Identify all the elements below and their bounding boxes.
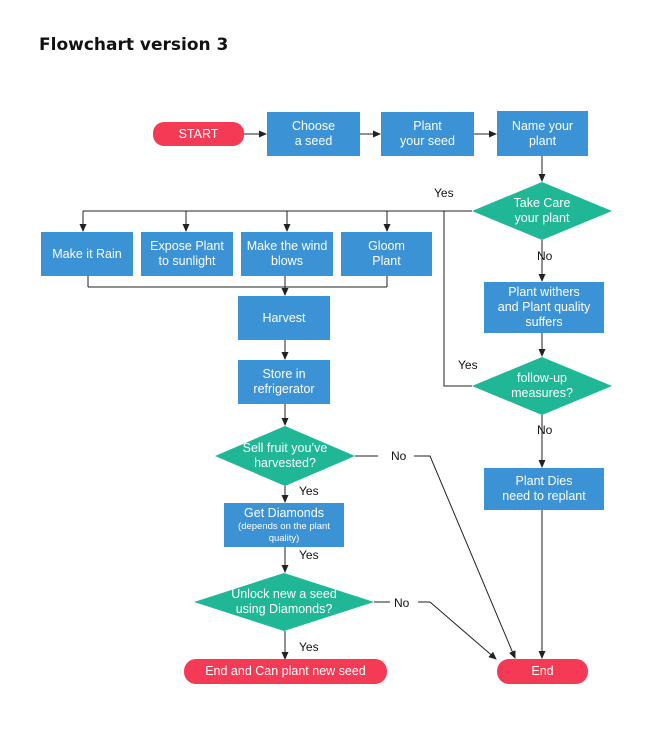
take-care-label: Take Care your plant [513, 196, 571, 225]
plant-dies-label: Plant Dies need to replant [502, 474, 586, 503]
sell-fruit-decision: Sell fruit you’ve harvested? [220, 441, 350, 471]
plant-seed-box: Plant your seed [381, 112, 474, 156]
get-diamonds-note: (depends on the plant quality) [238, 520, 330, 544]
edge-sell-no-to-end [414, 455, 516, 659]
gloom-plant-label: Gloom Plant [368, 239, 405, 268]
decision-sell-shape [215, 426, 355, 486]
harvest-box: Harvest [238, 296, 330, 340]
edge-label-no-follow-up: No [537, 423, 553, 437]
name-plant-box: Name your plant [497, 111, 588, 156]
get-diamonds-label: Get Diamonds [244, 505, 324, 520]
plant-withers-box: Plant withers and Plant quality suffers [484, 282, 604, 333]
edge-label-yes-diamonds: Yes [299, 548, 319, 562]
gloom-plant-box: Gloom Plant [341, 232, 432, 276]
expose-plant-label: Expose Plant to sunlight [150, 239, 224, 268]
decision-follow-up-shape [472, 357, 612, 415]
decision-take-care-shape [472, 182, 612, 240]
plant-dies-box: Plant Dies need to replant [484, 468, 604, 510]
make-wind-label: Make the wind blows [246, 239, 328, 268]
edge-label-yes-take-care: Yes [434, 186, 454, 200]
edge-label-no-unlock: No [394, 596, 410, 610]
end-label: End [531, 664, 554, 678]
edge-unlock-no-to-end [418, 601, 497, 660]
start-terminal: START [153, 122, 244, 146]
sell-fruit-label: Sell fruit you’ve harvested? [242, 441, 328, 470]
page-title: Flowchart version 3 [39, 35, 229, 55]
end-new-seed-terminal: End and Can plant new seed [184, 659, 387, 684]
edge-label-no-sell: No [391, 449, 407, 463]
plant-withers-label: Plant withers and Plant quality suffers [497, 285, 591, 329]
choose-seed-label: Choose a seed [291, 119, 336, 148]
decision-unlock-shape [194, 573, 374, 631]
edge-label-yes-follow-up: Yes [458, 358, 478, 372]
make-rain-label: Make it Rain [52, 246, 122, 261]
unlock-seed-decision: Unlock new a seed using Diamonds? [204, 587, 364, 617]
end-new-seed-label: End and Can plant new seed [205, 664, 366, 678]
choose-seed-box: Choose a seed [267, 112, 360, 156]
end-terminal: End [497, 659, 588, 684]
start-label: START [178, 126, 219, 141]
get-diamonds-box: Get Diamonds (depends on the plant quali… [224, 503, 344, 547]
edge-label-yes-sell: Yes [299, 484, 319, 498]
make-wind-box: Make the wind blows [241, 232, 333, 276]
make-rain-box: Make it Rain [41, 232, 133, 276]
store-fridge-label: Store in refrigerator [253, 367, 315, 396]
edge-label-yes-unlock: Yes [299, 640, 319, 654]
follow-up-decision: follow-up measures? [482, 371, 602, 401]
expose-plant-box: Expose Plant to sunlight [141, 232, 233, 276]
plant-seed-label: Plant your seed [400, 119, 455, 148]
name-plant-label: Name your plant [511, 118, 574, 148]
unlock-seed-label: Unlock new a seed using Diamonds? [231, 587, 337, 616]
take-care-decision: Take Care your plant [482, 196, 602, 226]
harvest-label: Harvest [262, 310, 306, 325]
store-fridge-box: Store in refrigerator [238, 360, 330, 404]
follow-up-label: follow-up measures? [511, 371, 573, 400]
edge-label-no-take-care: No [537, 249, 553, 263]
edge-followup-yes-loop [443, 211, 472, 387]
